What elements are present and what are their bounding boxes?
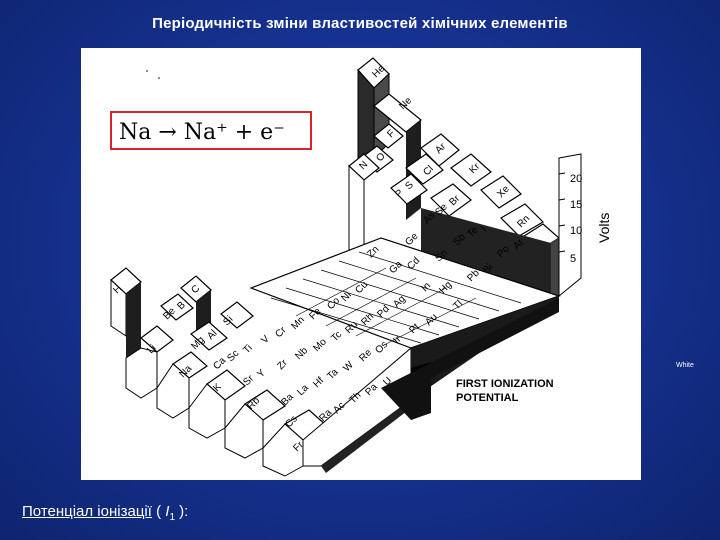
slide-title: Періодичність зміни властивостей хімічни…	[152, 15, 568, 32]
element-sc: Sc	[225, 348, 241, 364]
ionization-diagram: Na → Na⁺ + e⁻	[110, 57, 612, 477]
stray-dot	[158, 77, 160, 79]
axis-unit-label: Volts	[596, 213, 612, 243]
axis-tick: 20	[570, 173, 582, 185]
element-hf: Hf	[311, 375, 326, 390]
white-note: White	[676, 362, 694, 369]
bottom-caption: Потенціал іонізації ( I1 ):	[22, 503, 188, 523]
caption-close: ):	[175, 503, 189, 520]
element-mo: Mo	[311, 336, 329, 354]
element-os: Os	[373, 339, 390, 356]
caption-symbol: I	[165, 503, 170, 520]
element-w: W	[341, 359, 356, 374]
axis-tick: 15	[570, 199, 582, 211]
element-re: Re	[357, 347, 374, 364]
axis-tick: 5	[570, 253, 576, 265]
element-nb: Nb	[293, 345, 310, 362]
element-ge: Ge	[403, 231, 421, 249]
element-v: V	[259, 333, 272, 346]
ionization-figure: Na → Na⁺ + e⁻	[81, 48, 641, 480]
element-cr: Cr	[273, 324, 289, 340]
ionization-potential-link[interactable]: Потенціал іонізації	[22, 503, 152, 520]
element-ta: Ta	[325, 367, 341, 383]
element-ti: Ti	[241, 343, 254, 356]
figure-label-line1: FIRST IONIZATION	[456, 378, 554, 390]
main-staircase	[110, 237, 561, 477]
equation-text: Na → Na⁺ + e⁻	[119, 120, 285, 145]
stray-dot	[146, 70, 148, 72]
figure-label-line2: POTENTIAL	[456, 392, 519, 404]
element-tc: Tc	[329, 329, 344, 344]
element-y: Y	[255, 367, 268, 380]
equation-box	[110, 111, 312, 150]
caption-paren-open: (	[151, 503, 166, 520]
element-i: I	[479, 224, 489, 234]
caption-subscript: 1	[169, 512, 175, 523]
element-zr: Zr	[275, 357, 290, 372]
element-la: La	[295, 382, 311, 398]
axis-tick: 10	[570, 225, 582, 237]
element-mn: Mn	[289, 315, 307, 333]
volts-scale: 20 15 10 5 Volts	[558, 153, 612, 298]
